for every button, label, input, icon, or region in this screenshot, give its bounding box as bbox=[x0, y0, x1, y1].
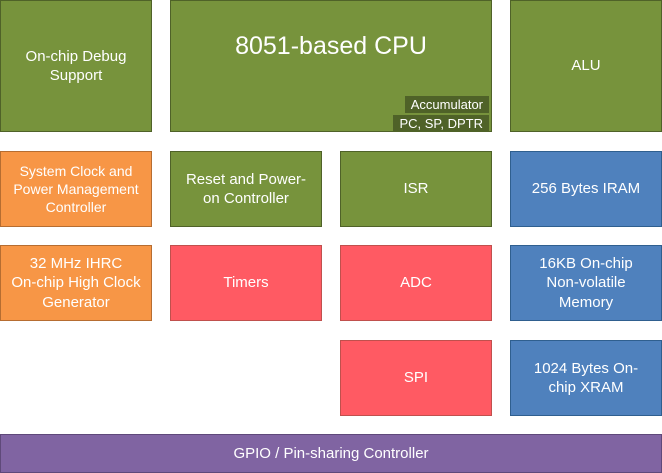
on-chip-debug-label: On-chip Debug Support bbox=[25, 47, 127, 85]
cpu-block: 8051-based CPU Accumulator PC, SP, DPTR bbox=[170, 0, 492, 132]
clock-power-management-block: System Clock and Power Management Contro… bbox=[0, 151, 152, 227]
flash-memory-block: 16KB On-chip Non-volatile Memory bbox=[510, 245, 662, 321]
ihrc-label: 32 MHz IHRC On-chip High Clock Generator bbox=[11, 254, 141, 311]
gpio-label: GPIO / Pin-sharing Controller bbox=[233, 444, 429, 462]
spi-block: SPI bbox=[340, 340, 492, 416]
timers-label: Timers bbox=[223, 274, 269, 292]
iram-block: 256 Bytes IRAM bbox=[510, 151, 662, 227]
reset-power-on-label: Reset and Power- on Controller bbox=[185, 170, 307, 208]
alu-label: ALU bbox=[571, 57, 601, 75]
accumulator-label: Accumulator bbox=[404, 96, 489, 113]
isr-block: ISR bbox=[340, 151, 492, 227]
flash-memory-label: 16KB On-chip Non-volatile Memory bbox=[539, 254, 633, 311]
xram-block: 1024 Bytes On- chip XRAM bbox=[510, 340, 662, 416]
cpu-label: 8051-based CPU bbox=[235, 31, 427, 60]
iram-label: 256 Bytes IRAM bbox=[531, 180, 641, 198]
xram-label: 1024 Bytes On- chip XRAM bbox=[533, 359, 639, 397]
clock-power-management-label: System Clock and Power Management Contro… bbox=[13, 162, 139, 216]
adc-label: ADC bbox=[400, 274, 432, 292]
on-chip-debug-block: On-chip Debug Support bbox=[0, 0, 152, 132]
isr-label: ISR bbox=[403, 180, 429, 198]
spi-label: SPI bbox=[403, 369, 429, 387]
alu-block: ALU bbox=[510, 0, 662, 132]
ihrc-block: 32 MHz IHRC On-chip High Clock Generator bbox=[0, 245, 152, 321]
registers-label: PC, SP, DPTR bbox=[393, 115, 489, 132]
gpio-block: GPIO / Pin-sharing Controller bbox=[0, 434, 662, 473]
adc-block: ADC bbox=[340, 245, 492, 321]
reset-power-on-block: Reset and Power- on Controller bbox=[170, 151, 322, 227]
timers-block: Timers bbox=[170, 245, 322, 321]
